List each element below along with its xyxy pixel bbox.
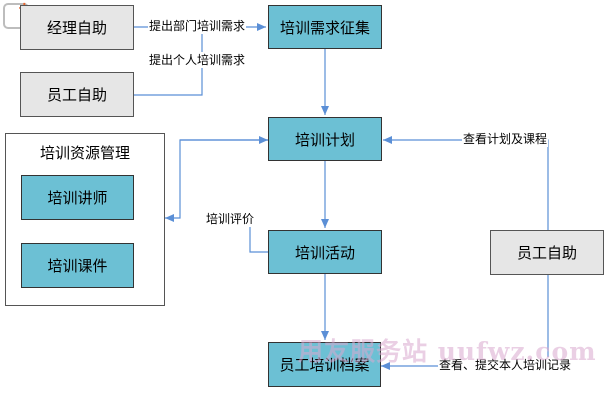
group-item-courseware: 培训课件 [21, 243, 134, 288]
group-item-trainer: 培训讲师 [21, 175, 134, 220]
group-training-resources: 培训资源管理 培训讲师 培训课件 [5, 133, 165, 306]
node-training-needs-collection: 培训需求征集 [268, 5, 382, 49]
edge-evaluation-to-activity [249, 218, 268, 253]
label-view-submit-records: 查看、提交本人培训记录 [438, 357, 573, 373]
edge-employee-to-needs [134, 27, 203, 96]
node-training-plan: 培训计划 [268, 117, 382, 161]
node-employee-self-service-left: 员工自助 [20, 72, 134, 117]
edge-plan-to-resources [165, 139, 268, 222]
node-training-activity: 培训活动 [268, 230, 382, 274]
node-manager-self-service: 经理自助 [20, 5, 134, 50]
label-training-evaluation: 培训评价 [205, 211, 256, 227]
edge-employee-to-archive [381, 275, 549, 370]
label-submit-personal-needs: 提出个人培训需求 [148, 52, 247, 68]
edge-employee-to-plan [383, 136, 549, 230]
node-employee-training-archive: 员工培训档案 [268, 342, 381, 387]
node-employee-self-service-right: 员工自助 [490, 230, 604, 275]
label-submit-dept-needs: 提出部门培训需求 [148, 18, 247, 34]
label-view-plan-courses: 查看计划及课程 [462, 131, 549, 147]
group-title: 培训资源管理 [39, 144, 130, 162]
